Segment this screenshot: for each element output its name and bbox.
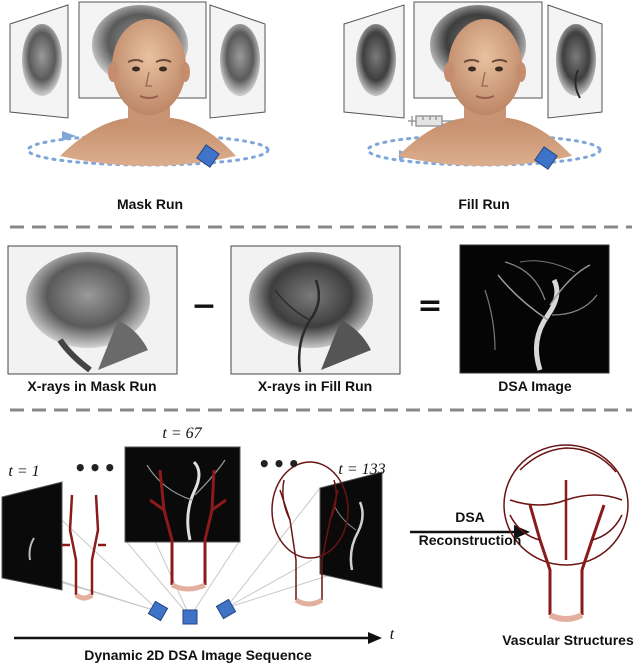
reconstruction-label-line1: DSA [455, 509, 485, 525]
fill-xray-image [230, 245, 401, 375]
detector-icon-2 [182, 609, 198, 625]
dsa-image-label: DSA Image [498, 378, 572, 394]
fill-head [448, 19, 522, 115]
detector-icon-1 [147, 600, 169, 622]
mask-run-label: Mask Run [116, 196, 184, 212]
vessel-tree-t67 [149, 469, 227, 592]
ellipsis-right: ••• [257, 452, 303, 476]
mask-shoulders [60, 118, 236, 166]
vascular-structure-model [503, 444, 629, 622]
time-label-t67: t = 67 [162, 425, 202, 442]
mask-xray-label: X-rays in Mask Run [27, 378, 157, 394]
dsa-frame-t67 [124, 446, 241, 543]
time-label-t1: t = 1 [8, 463, 40, 480]
minus-operator: − [191, 288, 217, 324]
fill-xray-panel-right [547, 4, 603, 119]
fill-xray-label: X-rays in Fill Run [257, 378, 373, 394]
fill-shoulders [398, 118, 572, 166]
time-axis [14, 632, 382, 644]
dsa-frame-t1 [1, 481, 63, 591]
vessel-tree-t1 [62, 494, 106, 601]
fill-run-illustration [343, 1, 603, 170]
fill-run-label: Fill Run [458, 196, 510, 212]
vessel-tree-t133 [271, 461, 349, 607]
mask-xray-image [7, 245, 178, 375]
time-axis-label: t [389, 626, 395, 643]
mask-detector-icon [196, 144, 220, 168]
syringe-icon [408, 115, 454, 127]
mask-run-illustration [9, 1, 270, 168]
time-label-t133: t = 133 [338, 461, 386, 478]
sequence-label: Dynamic 2D DSA Image Sequence [84, 647, 312, 663]
dsa-image [459, 244, 610, 374]
mask-xray-panel-right [209, 4, 266, 119]
equals-operator: = [417, 288, 443, 324]
ellipsis-left: ••• [73, 456, 119, 480]
vascular-structures-label: Vascular Structures [502, 632, 634, 648]
detector-icon-3 [215, 598, 237, 620]
mask-orbit-arrow [62, 131, 76, 141]
mask-xray-panel-left [9, 4, 69, 119]
reconstruction-label-line2: Reconstruction [418, 532, 522, 548]
mask-head [112, 19, 186, 115]
dsa-frame-t133 [319, 471, 383, 589]
reconstruction-arrow [410, 525, 530, 539]
fill-xray-panel-left [343, 4, 405, 119]
fill-detector-icon [534, 146, 558, 170]
